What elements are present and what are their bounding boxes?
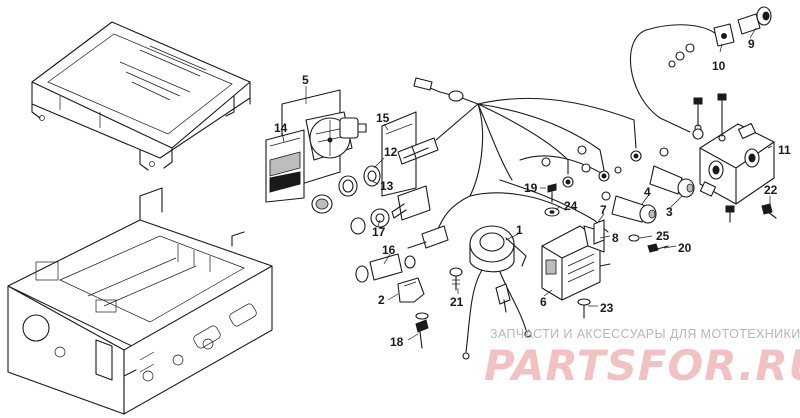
callout-14: 14 [274,121,288,135]
lamp-socket-assembly [311,111,439,214]
callout-1: 1 [516,223,523,237]
fuse-holder [355,253,425,303]
callout-22: 22 [764,183,778,197]
push-switch [611,147,695,224]
bolt-18 [415,312,429,349]
callout-4: 4 [644,185,651,199]
callout-11: 11 [778,143,791,157]
callout-numbers: 5 14 15 12 13 17 16 2 18 1 21 6 23 8 7 2… [274,37,791,349]
callout-25: 25 [656,229,670,243]
screw-21 [449,267,463,291]
terminal-strip [693,93,775,223]
base-tray [7,187,273,415]
callout-16: 16 [382,243,396,257]
ring-terminals [541,145,642,201]
callout-7: 7 [600,203,607,217]
callout-8: 8 [612,231,619,245]
leader-lines [281,27,773,341]
callout-17: 17 [372,225,386,239]
callout-9: 9 [748,37,755,51]
callout-23: 23 [600,301,614,315]
toggle-switch [350,185,431,235]
callout-3: 3 [666,205,673,219]
watermark: ЗАПЧАСТИ И АКСЕССУАРЫ ДЛЯ МОТОТЕХНИКИ PA… [484,327,800,390]
watermark-subtitle: ЗАПЧАСТИ И АКСЕССУАРЫ ДЛЯ МОТОТЕХНИКИ [490,327,800,341]
callout-15: 15 [376,111,390,125]
indicator-panel [265,129,305,203]
wire-harness [407,77,637,249]
top-cover [31,21,251,171]
callout-24: 24 [564,199,578,213]
callout-10: 10 [712,59,726,73]
fuse-holder-assembly [629,6,772,140]
callout-21: 21 [450,295,464,309]
callout-13: 13 [380,179,394,193]
callout-2: 2 [378,293,385,307]
selenium-rectifier [462,225,532,360]
callout-6: 6 [540,295,547,309]
callout-20: 20 [678,241,692,255]
callout-19: 19 [524,181,538,195]
callout-12: 12 [384,145,398,159]
callout-5: 5 [302,73,309,87]
watermark-brand: PARTSFOR.RU [484,341,800,390]
callout-18: 18 [390,335,404,349]
